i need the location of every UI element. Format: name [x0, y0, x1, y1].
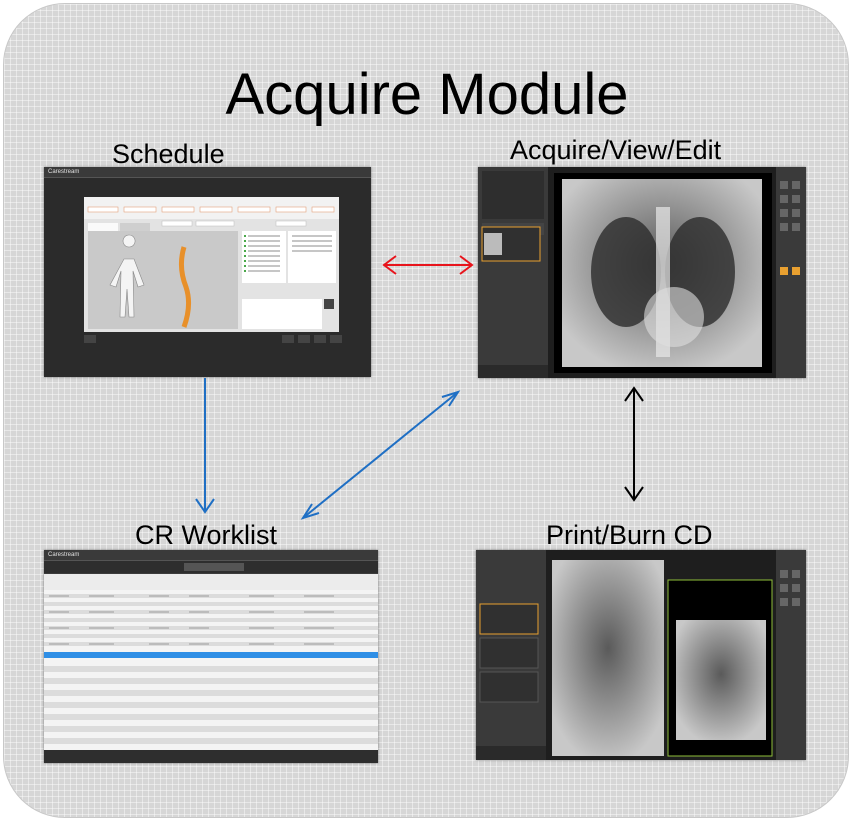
schedule-screen-image	[84, 197, 342, 343]
worklist-screenshot: Carestream	[44, 550, 378, 763]
acquire-screenshot	[478, 167, 806, 378]
worklist-screen-image	[44, 561, 378, 763]
schedule-label: Schedule	[112, 139, 225, 169]
print-screen-image	[476, 550, 806, 760]
acquire-screen-image	[478, 167, 806, 378]
red-double-arrow	[382, 255, 474, 275]
blue-arrow-schedule-to-worklist	[195, 378, 215, 514]
worklist-brand: Carestream	[48, 552, 80, 558]
worklist-label: CR Worklist	[135, 520, 278, 550]
print-screenshot	[476, 550, 806, 760]
blue-double-arrow-worklist-acquire	[300, 390, 461, 520]
schedule-topbar: Carestream	[44, 167, 371, 178]
black-double-arrow	[624, 386, 644, 502]
page-title: Acquire Module	[225, 62, 629, 127]
acquire-label: Acquire/View/Edit	[510, 135, 722, 165]
print-label: Print/Burn CD	[546, 520, 713, 550]
schedule-screenshot: Carestream	[44, 167, 371, 377]
worklist-topbar: Carestream	[44, 550, 378, 561]
schedule-brand: Carestream	[48, 169, 80, 175]
